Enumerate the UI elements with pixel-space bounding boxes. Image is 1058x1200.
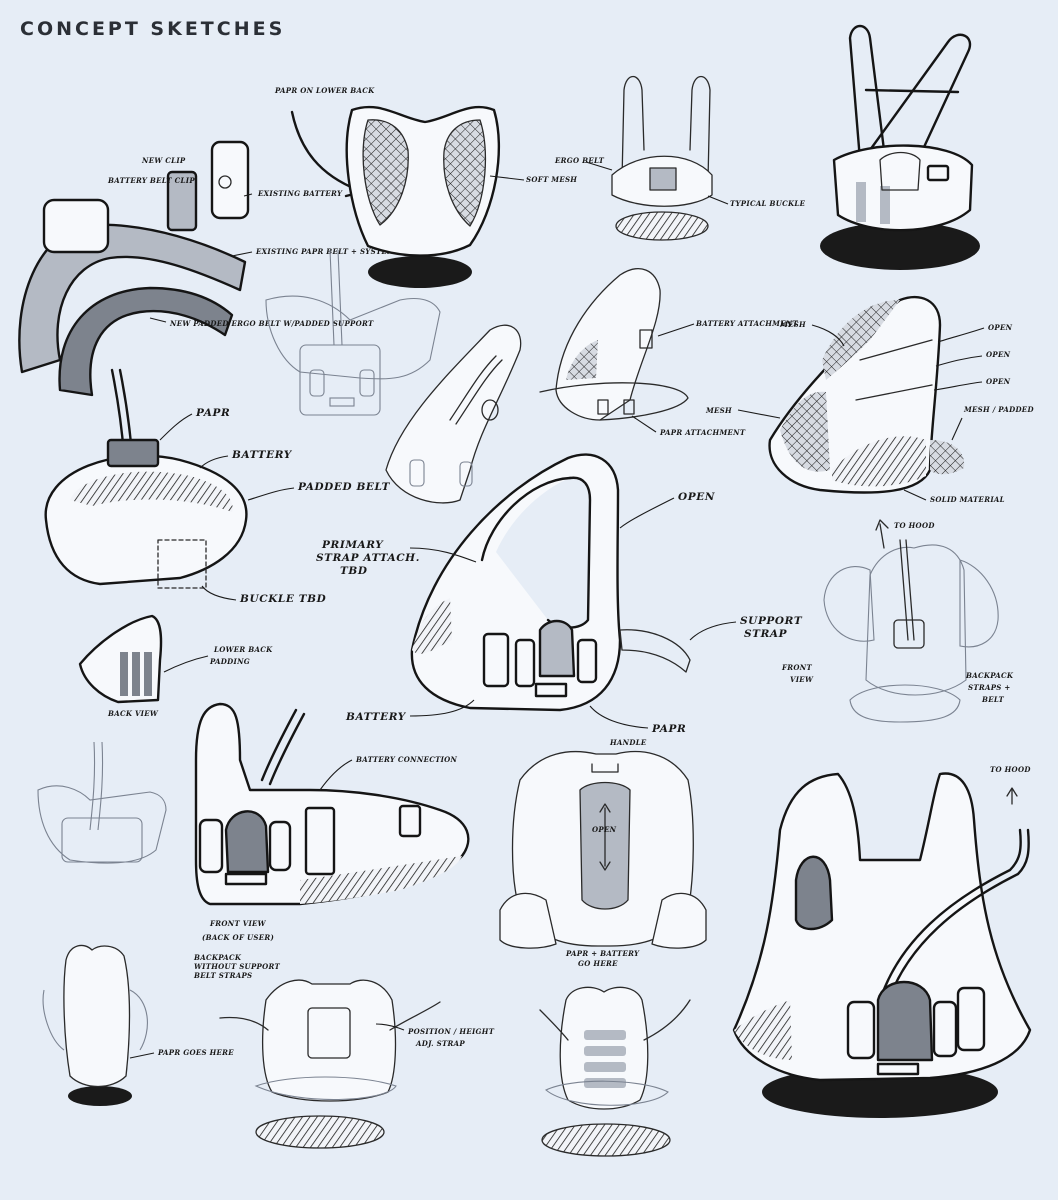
label-open-1: OPEN — [988, 323, 1013, 332]
label-position-height-1: POSITION / HEIGHT — [407, 1027, 495, 1036]
sketch-light-harness-pack — [265, 249, 441, 416]
label-back-view: BACK VIEW — [107, 709, 159, 718]
label-backpack-without-2: WITHOUT SUPPORT — [194, 962, 280, 971]
label-solid-material: SOLID MATERIAL — [930, 495, 1005, 504]
sketch-papr-lower-back-vest: PAPR ON LOWER BACK SOFT MESH — [274, 86, 577, 288]
sketch-ergo-belt-straps: ERGO BELT TYPICAL BUCKLE — [554, 75, 806, 241]
label-position-height-2: ADJ. STRAP — [415, 1039, 465, 1048]
sketch-padded-back-pack — [539, 986, 691, 1157]
label-front-view-back-1: FRONT VIEW — [209, 919, 267, 928]
label-battery-connection: BATTERY CONNECTION — [355, 755, 458, 764]
sketch-front-view-backpack: TO HOOD FRONT VIEW BACKPACK STRAPS + BEL… — [781, 519, 1014, 723]
label-backpack-straps-2: STRAPS + — [968, 683, 1011, 692]
label-papr-goes-here: PAPR GOES HERE — [157, 1048, 234, 1057]
sketch-main-sling: OPEN PRIMARY STRAP ATTACH. TBD SUPPORT S… — [316, 453, 803, 735]
label-papr-lower-back: PAPR ON LOWER BACK — [274, 86, 375, 95]
page-title: CONCEPT SKETCHES — [20, 18, 286, 40]
label-front-view-back-2: (BACK OF USER) — [202, 933, 274, 942]
label-mesh-top: MESH — [779, 320, 806, 329]
label-front-view-1: FRONT — [781, 663, 812, 672]
label-open-3: OPEN — [986, 377, 1011, 386]
label-existing-papr-belt: EXISTING PAPR BELT + SYSTEM — [255, 247, 395, 256]
sketch-big-vest-hose: TO HOOD — [732, 765, 1032, 1118]
label-backpack-straps-3: BELT — [981, 695, 1005, 704]
label-battery-main: BATTERY — [345, 711, 407, 723]
label-papr-main: PAPR — [651, 723, 686, 735]
label-typical-buckle: TYPICAL BUCKLE — [730, 199, 806, 208]
label-primary-strap-3: TBD — [340, 565, 368, 577]
label-papr-attachment: PAPR ATTACHMENT — [659, 428, 746, 437]
sketch-position-height-adjust: POSITION / HEIGHT ADJ. STRAP — [219, 979, 495, 1149]
sketch-battery-attachment-sling: BATTERY ATTACHMENT PAPR ATTACHMENT — [539, 268, 799, 437]
label-soft-mesh: SOFT MESH — [526, 175, 577, 184]
label-ergo-belt: ERGO BELT — [554, 156, 605, 165]
label-support-strap-2: STRAP — [744, 628, 788, 640]
label-primary-strap-2: STRAP ATTACH. — [316, 552, 420, 564]
sketch-lower-back-padding: LOWER BACK PADDING BACK VIEW — [78, 614, 273, 718]
label-mesh-left: MESH — [705, 406, 732, 415]
label-battery-belt: BATTERY — [231, 449, 293, 461]
sketch-belt-clip-battery: NEW CLIP BATTERY BELT CLIP EXISTING BATT… — [18, 140, 395, 397]
label-primary-strap-1: PRIMARY — [321, 539, 384, 551]
label-to-hood-1: TO HOOD — [894, 521, 935, 530]
label-papr-battery-here-1: PAPR + BATTERY — [565, 949, 640, 958]
label-lower-back-padding-2: PADDING — [209, 657, 250, 666]
sketch-diagonal-sling-hose — [385, 324, 522, 504]
sketch-mesh-sling: MESH OPEN OPEN OPEN MESH MESH / PADDED S… — [705, 295, 1034, 504]
sketch-vertical-backpack-handle: HANDLE OPEN PAPR + BATTERY GO HERE — [499, 738, 707, 968]
label-backpack-straps-1: BACKPACK — [965, 671, 1014, 680]
sketch-front-view-back-of-user: BATTERY CONNECTION FRONT VIEW (BACK OF U… — [194, 702, 470, 942]
label-new-padded-belt: NEW PADDED ERGO BELT W/PADDED SUPPORT — [169, 319, 374, 328]
label-open-2: OPEN — [986, 350, 1011, 359]
label-new-clip: NEW CLIP — [141, 156, 186, 165]
sketch-small-light-pack — [37, 741, 167, 864]
label-battery-belt-clip: BATTERY BELT CLIP — [107, 176, 195, 185]
label-existing-battery: EXISTING BATTERY — [257, 189, 343, 198]
label-papr-belt: PAPR — [195, 407, 230, 419]
sketch-harness-belt-top-right — [820, 24, 980, 270]
label-handle: HANDLE — [609, 738, 647, 747]
sketch-padded-belt-papr: PAPR BATTERY PADDED BELT BUCKLE TBD — [44, 368, 391, 605]
label-backpack-without-3: BELT STRAPS — [193, 971, 252, 980]
label-open-vertical: OPEN — [592, 825, 617, 834]
label-papr-battery-here-2: GO HERE — [578, 959, 618, 968]
label-mesh-padded: MESH / PADDED — [963, 405, 1034, 414]
label-open-main: OPEN — [678, 491, 715, 503]
label-to-hood-2: TO HOOD — [990, 765, 1031, 774]
label-padded-belt: PADDED BELT — [297, 481, 391, 493]
sketch-backpack-without-support: BACKPACK WITHOUT SUPPORT BELT STRAPS PAP… — [42, 944, 280, 1106]
label-support-strap-1: SUPPORT — [740, 615, 803, 627]
label-backpack-without-1: BACKPACK — [193, 953, 242, 962]
label-front-view-2: VIEW — [790, 675, 814, 684]
label-battery-attachment: BATTERY ATTACHMENT — [695, 319, 799, 328]
label-buckle-tbd: BUCKLE TBD — [239, 593, 327, 605]
label-lower-back-padding-1: LOWER BACK — [213, 645, 273, 654]
